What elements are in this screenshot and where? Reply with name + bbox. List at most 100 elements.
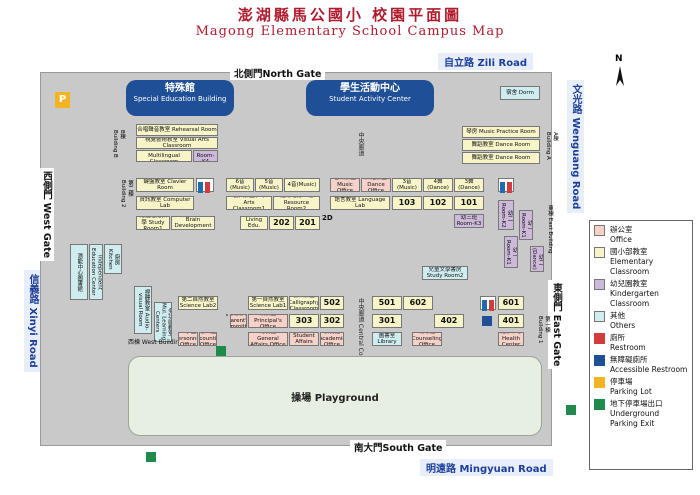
room-201[interactable]: 201 [295, 216, 320, 230]
computer-lab[interactable]: 資訊教室 Computer Lab [136, 196, 194, 210]
restroom-icon [196, 178, 214, 193]
playground[interactable]: 操場 Playground [128, 356, 542, 436]
room-k1[interactable]: 幼一 Room-K1 [504, 236, 518, 268]
visual-arts-room[interactable]: 視覺藝術教室 Visual Arts Classroom [136, 137, 218, 149]
music-5[interactable]: 5音(Music) [255, 178, 283, 192]
rehearsal-room[interactable]: 合唱聲音教室 Rehearsal Room [136, 124, 218, 136]
arts-classroom-1[interactable]: 藝文教室(一) Arts Classroom1 [226, 196, 272, 210]
library[interactable]: 圖書室 Library [372, 332, 402, 346]
room-102[interactable]: 102 [423, 196, 453, 210]
audio-visual-room[interactable]: 視聽教室 Audio-visual Room [134, 286, 152, 334]
parking-exit-icon [146, 452, 156, 462]
student-affairs-office[interactable]: 學務處 Student Affairs Office [289, 332, 319, 346]
accessible-restroom-icon [482, 316, 492, 326]
activity-zh: 學生活動中心 [340, 83, 400, 94]
road-zili: 自立路 Zili Road [438, 53, 533, 70]
restroom-icon [226, 314, 228, 316]
room-k2-dance[interactable]: 幼二(Dance) [530, 246, 544, 272]
music-office[interactable]: 音樂教室 Music Office [330, 178, 360, 192]
west-gate[interactable]: 西側門 West Gate [38, 168, 54, 262]
academic-office[interactable]: 教務處 Academic Office [320, 332, 344, 346]
room-k4[interactable]: 幼兒園 Room-K4 [193, 150, 218, 162]
east-gate[interactable]: 東側門 East Gate [548, 280, 564, 370]
south-gate[interactable]: 南大門South Gate [350, 440, 447, 454]
independent-education-center[interactable]: 潛能中心圖書館 [70, 244, 88, 300]
legend-office-en: Office [610, 235, 632, 244]
room-402[interactable]: 402 [434, 314, 464, 328]
music-6[interactable]: 6音(Music) [226, 178, 254, 192]
room-501[interactable]: 501 [372, 296, 402, 310]
music-practice-room[interactable]: 琴房 Music Practice Room [462, 126, 540, 138]
study-room-1[interactable]: 花蓮遠距教學 Study Room1 [136, 216, 170, 230]
whole-brain-room[interactable]: 全語閱讀 Whole Brain Development Room [171, 216, 215, 230]
road-wenguang: 文光路 Wenguang Road [567, 80, 584, 214]
principal-office[interactable]: 校長室 Principal's Office [248, 314, 288, 328]
living-edu-room[interactable]: 生活教育 Living Edu. Room [240, 216, 268, 230]
room-103[interactable]: 103 [392, 196, 422, 210]
music-4[interactable]: 4音(Music) [284, 178, 320, 192]
parents-committee[interactable]: 家長委員會 Parent's Committee [230, 314, 247, 328]
personnel-office[interactable]: 人事室 Personnel Office [178, 332, 198, 346]
building-a-label: A棟 Building A [545, 132, 558, 160]
room-302[interactable]: 302 [320, 314, 344, 328]
room-502[interactable]: 502 [320, 296, 344, 310]
clavier-room[interactable]: 鍵盤教室 Clavier Room [136, 178, 194, 192]
kitchen[interactable]: 廚房 Kitchen [104, 244, 122, 274]
room-303[interactable]: 303 [289, 314, 319, 328]
legend-accessible-zh: 無障礙廁所 [610, 355, 648, 364]
music-3[interactable]: 3音(Music) [392, 178, 422, 192]
general-affairs-office[interactable]: 總務處 General Affairs Office [248, 332, 288, 346]
road-xinyi: 信義路 Xinyi Road [24, 270, 41, 372]
language-lab[interactable]: 語言教室 Language Lab [330, 196, 390, 210]
resource-room-2[interactable]: 能力班第二班 Resource Room2 [273, 196, 320, 210]
elementary-swatch [594, 247, 605, 258]
legend-kindergarten-zh: 幼兒園教室 [610, 279, 648, 288]
parking-icon [594, 377, 605, 388]
science-lab-2[interactable]: 第二自然教室 Science Lab2 [178, 296, 218, 310]
special-education-building[interactable]: 特殊館 Special Education Building [126, 80, 234, 116]
calligraphy-room[interactable]: 書法教室 Calligraphy Classroom [289, 296, 319, 310]
legend-parking-zh: 停車場 [610, 377, 633, 386]
legend-elementary-en: Elementary Classroom [610, 257, 654, 276]
parking-exit-icon [216, 346, 226, 356]
room-202[interactable]: 202 [269, 216, 294, 230]
dance-4[interactable]: 4舞(Dance) [423, 178, 453, 192]
room-401[interactable]: 401 [498, 314, 524, 328]
dance-3[interactable]: 3舞(Dance) [454, 178, 484, 192]
room-602[interactable]: 602 [403, 296, 433, 310]
counseling-office[interactable]: 輔導處 Counseling Office [412, 332, 442, 346]
health-center[interactable]: 健康中心 Health Center [498, 332, 524, 346]
activity-en: Student Activity Center [329, 95, 411, 103]
building-1-label: 第一棟 Building 1 [537, 316, 550, 344]
room-101[interactable]: 101 [454, 196, 484, 210]
science-lab-1[interactable]: 第一自然教室 Science Lab1 [248, 296, 288, 310]
room-301[interactable]: 301 [372, 314, 402, 328]
multilingual-room[interactable]: 多語教室 Multilingual Classroom [136, 150, 192, 162]
legend-accessible-en: Accessible Restroom [610, 365, 688, 374]
parking-exit-icon [566, 405, 576, 415]
room-k1b[interactable]: 幼一 Room-K1 [519, 210, 533, 240]
north-gate[interactable]: 北側門North Gate [230, 66, 326, 80]
legend-kindergarten-en: Kindergarten Classroom [610, 289, 659, 308]
study-room-2[interactable]: 兒童文學書房 Study Room2 [422, 266, 468, 280]
dance-room-2[interactable]: 舞蹈教室 Dance Room [462, 152, 540, 164]
building-b-label: B棟 Building B [112, 130, 125, 158]
accounting-office[interactable]: 會計室 Accounting Office [199, 332, 217, 346]
central-corridor-1: 中央廊道 Central Corridor [357, 298, 364, 372]
dorm[interactable]: 宿舍 Dorm [500, 86, 540, 100]
dance-room-1[interactable]: 舞蹈教室 Dance Room [462, 139, 540, 151]
legend-others-zh: 其他 [610, 311, 625, 320]
restroom-icon [594, 333, 605, 344]
room-k3[interactable]: 幼三班 Room-K3 [454, 214, 484, 228]
restroom-icon [480, 296, 496, 311]
student-activity-center[interactable]: 學生活動中心 Student Activity Center [306, 80, 434, 116]
room-601[interactable]: 601 [498, 296, 524, 310]
room-k2[interactable]: 幼二 Room-K2 [498, 200, 514, 230]
multi-learning-room[interactable]: 多功能教室 Mul. Learning Centers [154, 302, 172, 342]
dance-office[interactable]: 舞蹈教室 Dance Office [361, 178, 391, 192]
legend-others-en: Others [610, 321, 636, 330]
